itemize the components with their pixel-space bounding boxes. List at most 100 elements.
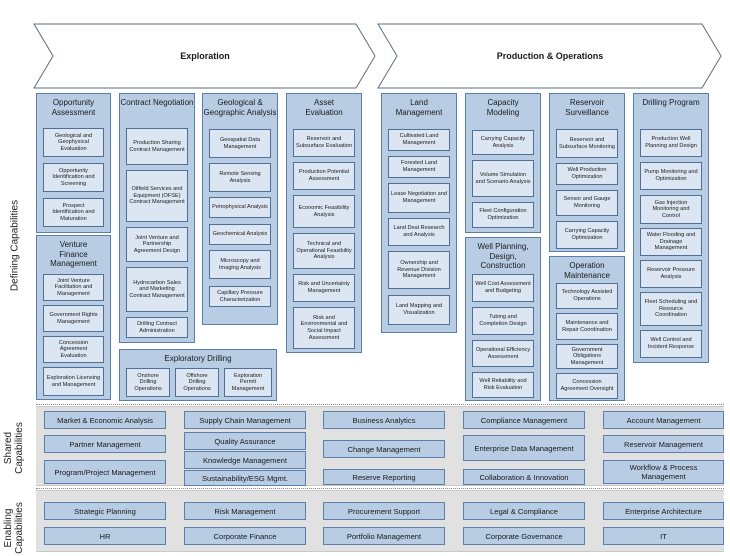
capability-box: Ownership and Revenue Division Managemen… (388, 251, 450, 289)
capability-box: Remote Sensing Analysis (209, 163, 271, 192)
divider-defining-shared (36, 404, 724, 405)
production-chevron (377, 23, 722, 89)
capability-box: Carrying Capacity Optimization (556, 221, 618, 249)
capability-box: Reservoir Pressure Analysis (640, 260, 702, 288)
shared-capability: Program/Project Management (44, 460, 166, 484)
capability-box: Fleet Scheduling and Resource Coordinati… (640, 292, 702, 326)
group-title: Geological & Geographic Analysis (203, 98, 277, 117)
shared-capability: Reserve Reporting (323, 469, 445, 485)
group-title: Well Planning, Design, Construction (477, 242, 529, 270)
capability-box: Pump Monitoring and Optimization (640, 162, 702, 190)
capability-box: Concession Agreement Evaluation (43, 336, 104, 363)
shared-capability: Change Management (323, 440, 445, 458)
capability-box: Exploration Licensing and Management (43, 367, 104, 396)
divider-shared-enabling (36, 488, 724, 489)
capability-box: Reservoir and Subsurface Evaluation (293, 129, 355, 157)
enabling-capability: Risk Management (184, 502, 306, 520)
phase-chevrons (33, 23, 722, 89)
capability-box: Exploration Permit Management (224, 368, 272, 397)
shared-capability: Enterprise Data Management (463, 435, 585, 461)
enabling-capability: Procurement Support (323, 502, 445, 520)
capability-box: Petrophysical Analysis (209, 197, 271, 218)
shared-capability: Knowledge Management (184, 451, 306, 469)
capability-box: Well Production Optimization (556, 163, 618, 185)
shared-capability: Collaboration & Innovation (463, 469, 585, 485)
group-land-management: Land Management Cultivated Land Manageme… (381, 93, 457, 333)
capability-box: Risk and Environmental and Social Impact… (293, 307, 355, 349)
capability-box: Sensor and Gauge Monitoring (556, 190, 618, 216)
capability-box: Technical and Operational Feasibility An… (293, 233, 355, 269)
capability-box: Well Cost Assessment and Budgeting (472, 274, 534, 302)
capability-box: Technology Assisted Operations (556, 283, 618, 309)
capability-box: Production Well Planning and Design (640, 129, 702, 157)
group-title: Reservoir Surveillance (565, 98, 609, 117)
shared-capability: Account Management (603, 411, 724, 429)
capability-box: Economic Feasibility Analysis (293, 195, 355, 228)
enabling-capability: Portfolio Management (323, 527, 445, 545)
capability-box: Water Flooding and Drainage Management (640, 228, 702, 256)
capability-box: Geochemical Analysis (209, 224, 271, 245)
capability-box: Joint Venture Facilitation and Managemen… (43, 274, 104, 301)
capability-box: Opportunity Identification and Screening (43, 163, 104, 192)
enabling-capability: Enterprise Architecture (603, 502, 724, 520)
group-title: Exploratory Drilling (164, 354, 232, 363)
enabling-capability: Corporate Finance (184, 527, 306, 545)
capability-box: Fleet Configuration Optimization (472, 202, 534, 228)
group-asset-evaluation: Asset Evaluation Reservoir and Subsurfac… (286, 93, 362, 353)
exploration-chevron (33, 23, 376, 89)
shared-capability: Business Analytics (323, 411, 445, 429)
group-contract-negotiation: Contract Negotiation Production Sharing … (119, 93, 195, 343)
shared-capability: Supply Chain Management (184, 411, 306, 429)
capability-box: Operational Efficiency Assessment (472, 340, 534, 367)
group-well-planning-design-construction: Well Planning, Design, Construction Well… (465, 237, 541, 401)
group-title: Opportunity Assessment (51, 98, 96, 117)
capability-box: Volume Simulation and Scenario Analysis (472, 160, 534, 197)
capability-box: Joint Venture and Partnership Agreement … (126, 227, 188, 262)
group-exploratory-drilling: Exploratory Drilling Onshore Drilling Op… (119, 349, 277, 401)
capability-box: Concession Agreement Oversight (556, 373, 618, 399)
shared-capability: Workflow & Process Management (603, 460, 724, 484)
capability-box: Reservoir and Subsurface Monitoring (556, 129, 618, 158)
group-title: Venture Finance Management (50, 240, 97, 268)
capability-box: Forested Land Management (388, 156, 450, 178)
shared-capability: Quality Assurance (184, 432, 306, 450)
enabling-capability: IT (603, 527, 724, 545)
group-title: Capacity Modeling (486, 98, 520, 117)
capability-box: Tubing and Completion Design (472, 307, 534, 335)
capability-box: Well Control and Incident Response (640, 330, 702, 358)
capability-box: Gas Injection Monitoring and Control (640, 195, 702, 224)
group-title: Land Management (395, 98, 443, 117)
side-label-defining: Defining Capabilities (9, 199, 21, 292)
group-title: Operation Maintenance (564, 261, 610, 280)
capability-box: Government Obligations Management (556, 344, 618, 369)
phase-production-label: Production & Operations (496, 51, 604, 61)
capability-box: Land Mapping and Visualization (388, 295, 450, 325)
capability-box: Lease Negotiation and Management (388, 183, 450, 213)
capability-box: Cultivated Land Management (388, 129, 450, 151)
group-operation-maintenance: Operation Maintenance Technology Assiste… (549, 256, 625, 401)
group-capacity-modeling: Capacity Modeling Carrying Capacity Anal… (465, 93, 541, 233)
capability-box: Capillary Pressure Characterization (209, 286, 271, 307)
capability-box: Carrying Capacity Analysis (472, 130, 534, 155)
capability-box: Well Reliability and Risk Evaluation (472, 372, 534, 398)
shared-capability: Compliance Management (463, 411, 585, 429)
capability-box: Offshore Drilling Operations (175, 368, 219, 397)
group-drilling-program: Drilling Program Production Well Plannin… (633, 93, 709, 363)
capability-box: Production Potential Assessment (293, 162, 355, 190)
enabling-capability: Legal & Compliance (463, 502, 585, 520)
group-title: Asset Evaluation (305, 98, 343, 117)
shared-capability: Partner Management (44, 435, 166, 453)
shared-capability: Reservoir Management (603, 435, 724, 453)
capability-box: Oilfield Services and Equipment (OFSE) C… (126, 170, 188, 222)
side-label-shared: Shared Capabilities (3, 422, 25, 474)
shared-capability: Sustainability/ESG Mgmt. (184, 470, 306, 486)
group-reservoir-surveillance: Reservoir Surveillance Reservoir and Sub… (549, 93, 625, 252)
capability-box: Onshore Drilling Operations (126, 368, 170, 397)
capability-box: Drilling Contract Administration (126, 317, 188, 338)
phase-exploration-label: Exploration (180, 51, 230, 61)
capability-box: Government Rights Management (43, 305, 104, 332)
capability-box: Geospatial Data Management (209, 129, 271, 158)
group-venture-finance-management: Venture Finance Management Joint Venture… (36, 235, 111, 400)
capability-box: Microscopy and Imaging Analysis (209, 250, 271, 279)
group-geological-geographic-analysis: Geological & Geographic Analysis Geospat… (202, 93, 278, 325)
